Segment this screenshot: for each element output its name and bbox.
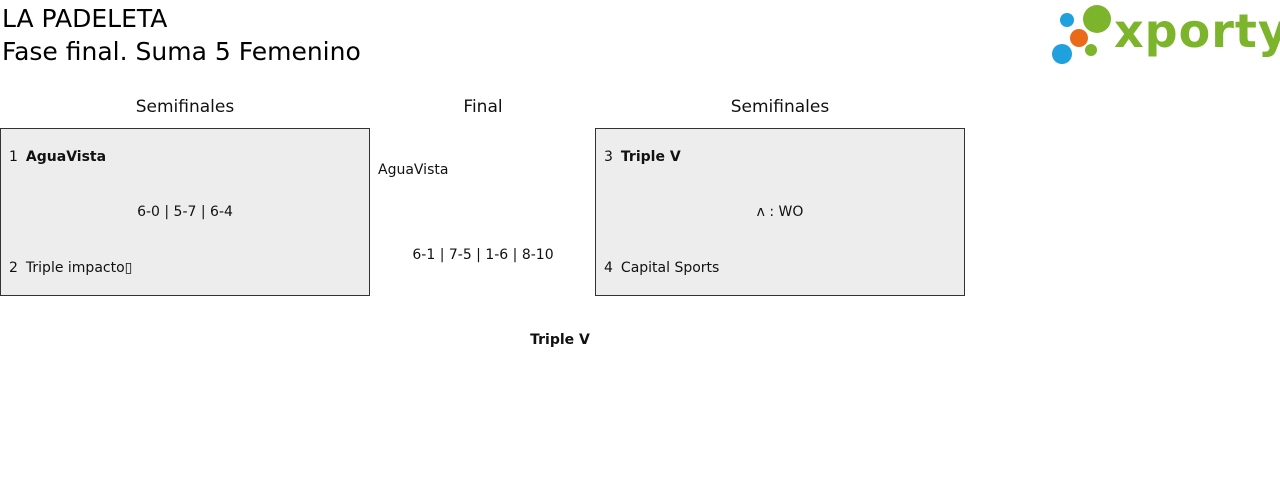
logo-dot-green-large (1083, 5, 1111, 33)
team-name: Triple V (620, 149, 681, 165)
semifinal-right-team1: 3 Triple V (604, 148, 681, 166)
team-name: Capital Sports (620, 260, 720, 276)
xporty-logo: xporty (1050, 4, 1280, 68)
logo-wordmark: xporty (1114, 4, 1280, 58)
semifinal-right-match[interactable]: 3 Triple V ʌ : WO 4 Capital Sports (595, 128, 965, 296)
logo-dot-blue-small (1060, 13, 1074, 27)
semifinal-left-match[interactable]: 1 AguaVista 6-0 | 5-7 | 6-4 2 Triple impac… (0, 128, 370, 296)
round-header-right-semifinals: Semifinales (730, 97, 830, 117)
team-seed: 4 (604, 260, 613, 276)
team-name: AguaVista (25, 149, 107, 165)
team-seed: 3 (604, 149, 613, 165)
team-name: Triple impacto▯ (25, 260, 133, 276)
page-header: LA PADELETA Fase final. Suma 5 Femenino (2, 2, 361, 68)
semifinal-left-team1: 1 AguaVista (9, 148, 106, 166)
tournament-champion: Triple V (530, 332, 590, 348)
phase-title: Fase final. Suma 5 Femenino (2, 37, 361, 66)
logo-dot-blue-large (1052, 44, 1072, 64)
semifinal-left-score: 6-0 | 5-7 | 6-4 (137, 204, 233, 220)
semifinal-right-score: ʌ : WO (756, 204, 804, 220)
team-seed: 1 (9, 149, 18, 165)
logo-dot-orange (1070, 29, 1088, 47)
team-seed: 2 (9, 260, 18, 276)
logo-dot-green-small (1085, 44, 1097, 56)
club-name: LA PADELETA (2, 4, 168, 33)
semifinal-left-team2: 2 Triple impacto▯ (9, 259, 132, 277)
round-header-final: Final (463, 97, 503, 117)
semifinal-right-team2: 4 Capital Sports (604, 259, 719, 277)
round-header-left-semifinals: Semifinales (135, 97, 235, 117)
final-team: AguaVista (378, 162, 449, 178)
final-score: 6-1 | 7-5 | 1-6 | 8-10 (412, 247, 554, 263)
